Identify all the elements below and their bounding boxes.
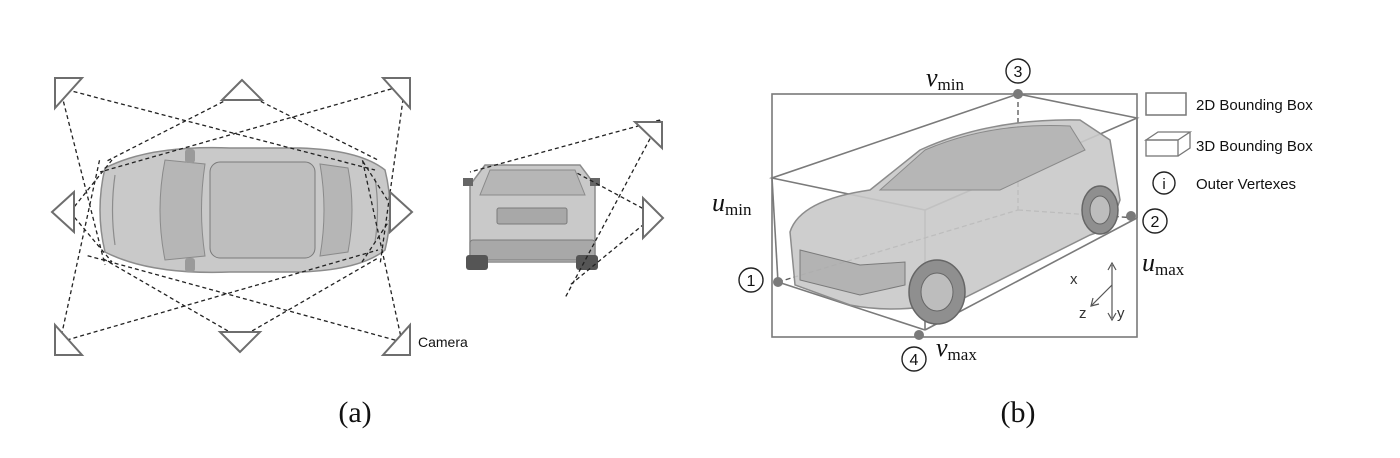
vertex-point [773, 277, 783, 287]
panel-a: Camera (a) [50, 77, 665, 429]
axis-x-label: x [1070, 271, 1078, 288]
camera-view-lines [59, 84, 406, 343]
camera-icon [642, 195, 665, 241]
vertex-marker-2: 2 [1142, 208, 1168, 234]
axis-y-label: y [1117, 305, 1125, 322]
vertex-point [1126, 211, 1136, 221]
vertex-marker-4: 4 [901, 346, 927, 372]
panel-b: 1 2 3 4 vmin vmax umin umax x z y [712, 58, 1313, 429]
label-u-max: umax [1142, 248, 1185, 279]
coordinate-axes: x z y [1070, 261, 1125, 322]
axis-z-label: z [1079, 305, 1087, 322]
legend-3d-label: 3D Bounding Box [1196, 138, 1313, 155]
vertex-number: 3 [1014, 64, 1023, 81]
label-v-min: vmin [926, 63, 964, 94]
rear-camera-lines [469, 119, 661, 299]
legend-2d-label: 2D Bounding Box [1196, 97, 1313, 114]
vertex-number: 1 [747, 273, 756, 290]
camera-icon [219, 78, 265, 101]
caption-a: (a) [338, 396, 371, 429]
vertex-point [914, 330, 924, 340]
vertex-marker-1: 1 [738, 267, 764, 293]
vertex-number: 4 [910, 352, 919, 369]
camera-icon [54, 77, 85, 111]
legend: 2D Bounding Box 3D Bounding Box i Outer … [1143, 92, 1313, 195]
legend-2d-swatch [1145, 92, 1187, 116]
camera-icon [632, 121, 663, 151]
camera-icon [217, 331, 263, 354]
vertex-point [1013, 89, 1023, 99]
camera-icon [389, 189, 414, 235]
vertex-number: 2 [1151, 214, 1160, 231]
perspective-car [789, 119, 1121, 325]
label-u-min: umin [712, 188, 752, 219]
camera-icon [380, 77, 411, 111]
cameras-top-view [50, 77, 414, 356]
camera-icon [50, 189, 75, 235]
rear-view-car [463, 164, 600, 270]
camera-label: Camera [418, 334, 468, 350]
camera-icon [54, 322, 85, 356]
legend-3d-swatch [1143, 131, 1193, 157]
caption-b: (b) [1001, 396, 1036, 429]
top-view-car [99, 146, 391, 274]
legend-vertex-label: Outer Vertexes [1196, 176, 1296, 193]
vertex-marker-3: 3 [1005, 58, 1031, 84]
camera-icon [380, 322, 411, 356]
legend-vertex-symbol: i [1162, 176, 1165, 193]
label-v-max: vmax [936, 333, 977, 364]
